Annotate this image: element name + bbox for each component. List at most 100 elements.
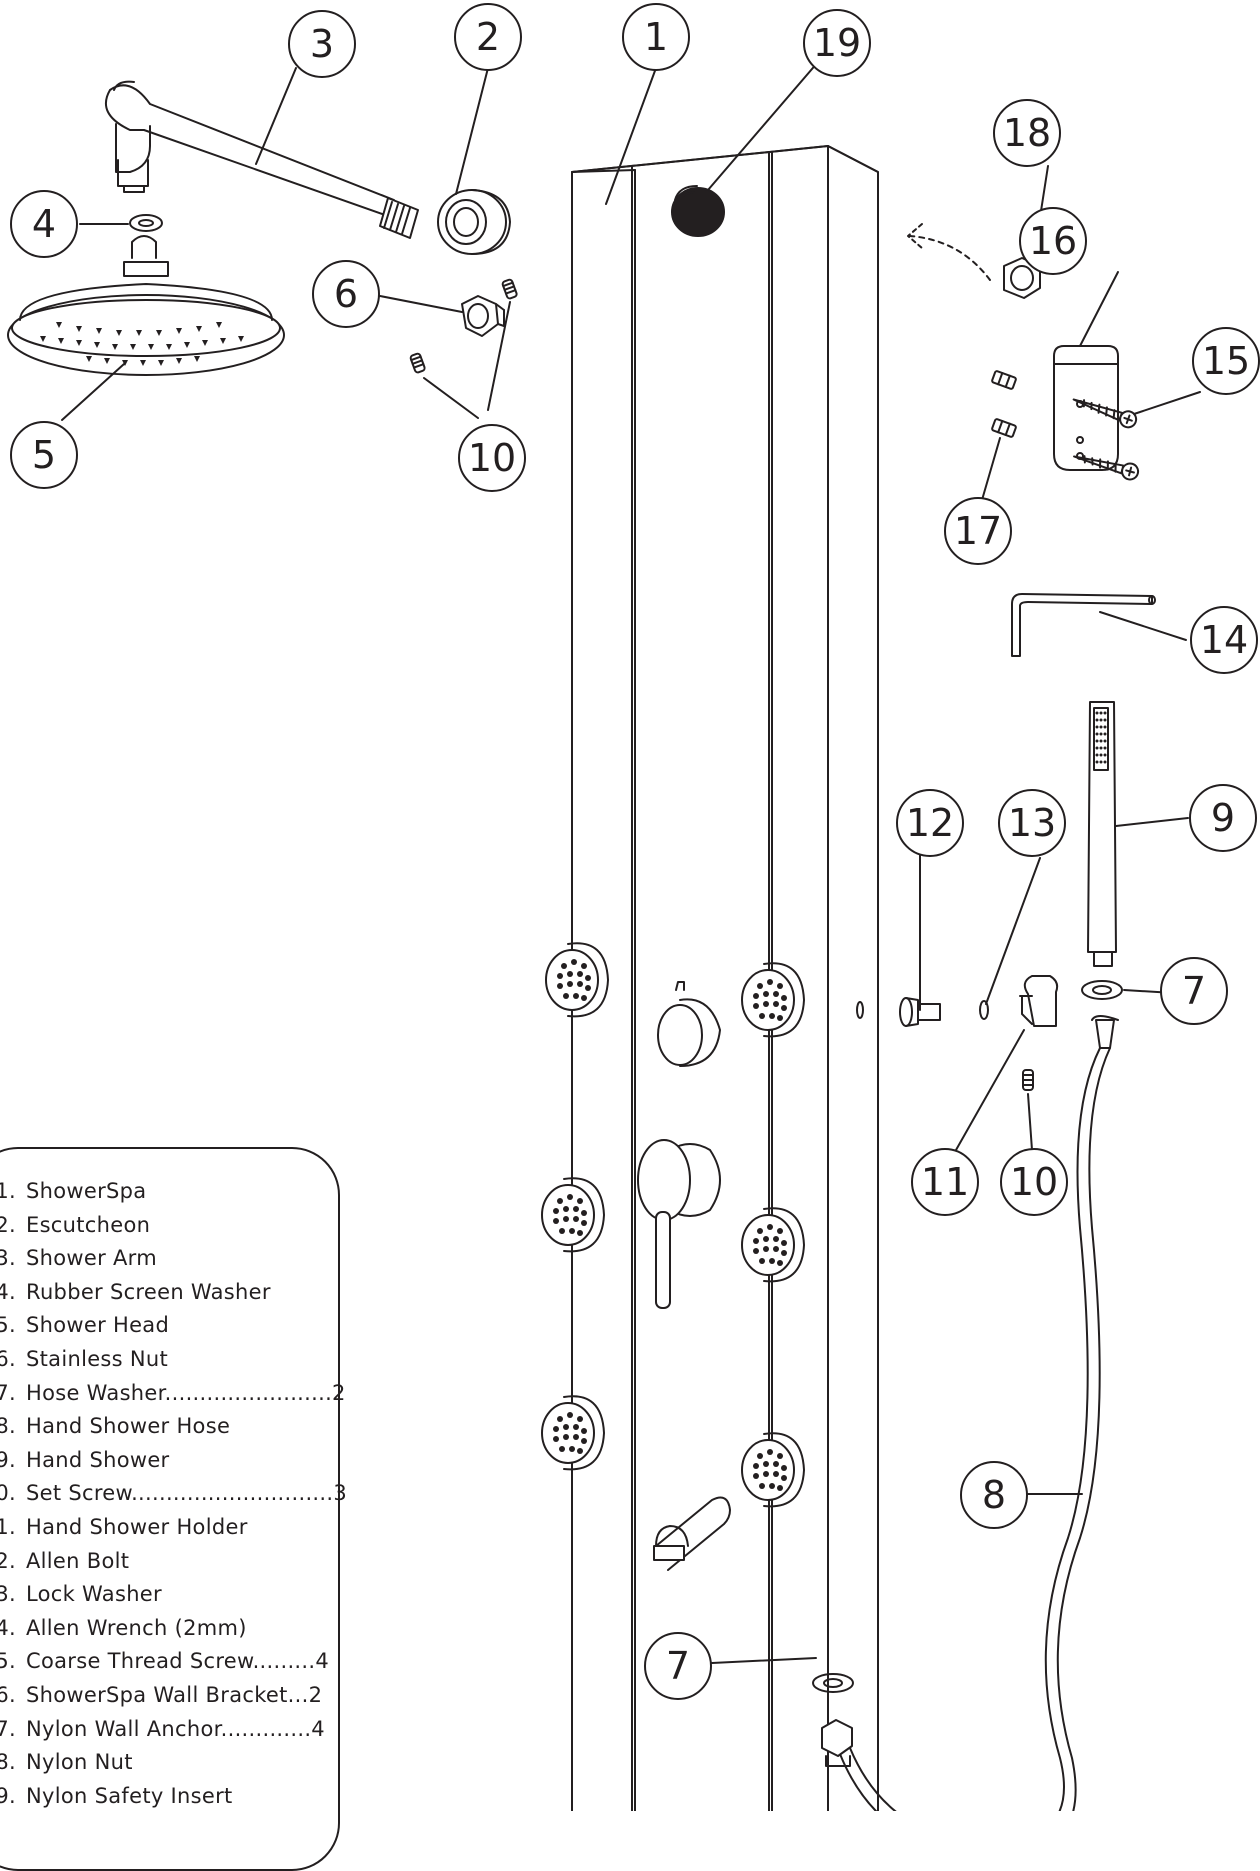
callout-number: 2 bbox=[476, 15, 500, 59]
callout-6: 6 bbox=[312, 260, 380, 328]
legend-item-number: 17. bbox=[0, 1716, 16, 1741]
legend-item-label: Hand Shower Hose bbox=[26, 1414, 231, 1439]
callout-number: 19 bbox=[813, 21, 861, 65]
wall-anchors bbox=[991, 370, 1017, 438]
callout-circle bbox=[458, 424, 526, 492]
nylon-nut bbox=[907, 223, 1041, 299]
legend-item: 4.Rubber Screen Washer bbox=[0, 1279, 271, 1305]
legend-item-label: Rubber Screen Washer bbox=[26, 1279, 271, 1304]
legend-item-number: 7. bbox=[0, 1380, 16, 1405]
legend-item-number: 16. bbox=[0, 1683, 16, 1707]
legend-item-label: Shower Arm bbox=[26, 1246, 157, 1271]
callout-number: 3 bbox=[310, 22, 334, 66]
callout-11: 11 bbox=[911, 1148, 979, 1216]
allen-wrench bbox=[1011, 593, 1156, 657]
legend-item: 5.Shower Head bbox=[0, 1312, 169, 1338]
wall-bracket bbox=[1053, 345, 1119, 471]
callout-5: 5 bbox=[10, 421, 78, 489]
legend-item-label: ShowerSpa bbox=[26, 1179, 147, 1203]
legend-item: 16. ShowerSpa Wall Bracket...2 bbox=[0, 1682, 322, 1708]
callout-number: 15 bbox=[1202, 339, 1250, 383]
hand-shower-holder bbox=[1019, 975, 1059, 1027]
allen-bolt bbox=[899, 997, 941, 1027]
callout-number: 7 bbox=[1182, 969, 1206, 1013]
callout-circle bbox=[896, 789, 964, 857]
callout-circle bbox=[1000, 1148, 1068, 1216]
callout-number: 12 bbox=[906, 801, 954, 845]
callout-circle bbox=[993, 99, 1061, 167]
legend-item: 18.Nylon Nut bbox=[0, 1749, 133, 1775]
legend-item-label: ShowerSpa Wall Bracket...2 bbox=[26, 1683, 323, 1707]
legend-item-label: Hand Shower Holder bbox=[26, 1515, 248, 1539]
legend-item: 12.Allen Bolt bbox=[0, 1548, 129, 1574]
callout-10: 10 bbox=[1000, 1148, 1068, 1216]
callout-7: 7 bbox=[1160, 957, 1228, 1025]
legend-item-number: 19. bbox=[0, 1783, 16, 1808]
body-jets bbox=[541, 942, 805, 1508]
stainless-nut bbox=[461, 295, 505, 337]
legend-item-label: Hand Shower bbox=[26, 1447, 170, 1472]
legend-item-number: 2. bbox=[0, 1212, 16, 1237]
callout-number: 9 bbox=[1211, 796, 1235, 840]
legend-item: 17.Nylon Wall Anchor.............4 bbox=[0, 1716, 325, 1742]
callout-8: 8 bbox=[960, 1461, 1028, 1529]
legend-item: 11. Hand Shower Holder bbox=[0, 1514, 248, 1540]
callout-circle bbox=[10, 421, 78, 489]
callout-circle bbox=[10, 190, 78, 258]
callout-number: 10 bbox=[468, 436, 516, 480]
callout-3: 3 bbox=[288, 10, 356, 78]
nylon-safety-insert bbox=[671, 185, 725, 237]
callout-15: 15 bbox=[1192, 327, 1260, 395]
callout-number: 1 bbox=[644, 15, 668, 59]
legend-item-number: 8. bbox=[0, 1414, 16, 1439]
legend-item: 14.Allen Wrench (2mm) bbox=[0, 1615, 247, 1641]
callout-circle bbox=[1189, 784, 1257, 852]
legend-item-number: 13. bbox=[0, 1582, 16, 1607]
legend-item-number: 11. bbox=[0, 1515, 16, 1539]
callout-17: 17 bbox=[944, 497, 1012, 565]
legend-item-label: Escutcheon bbox=[26, 1212, 151, 1237]
callout-number: 13 bbox=[1008, 801, 1056, 845]
callout-circle bbox=[1192, 327, 1260, 395]
hand-shower bbox=[1087, 701, 1117, 967]
hose-washer-bottom bbox=[812, 1673, 854, 1693]
legend-item-label: Lock Washer bbox=[26, 1582, 162, 1607]
mixer-lever bbox=[637, 1139, 721, 1309]
shower-arm bbox=[105, 80, 419, 239]
legend-item-number: 10. bbox=[0, 1481, 16, 1506]
legend-item-label: Allen Bolt bbox=[26, 1548, 130, 1573]
callout-10: 10 bbox=[458, 424, 526, 492]
legend-item-number: 9. bbox=[0, 1447, 16, 1472]
escutcheon bbox=[437, 189, 511, 255]
callout-number: 14 bbox=[1200, 618, 1248, 662]
legend-item-number: 1. bbox=[0, 1179, 16, 1203]
legend-item: 15.Coarse Thread Screw.........4 bbox=[0, 1648, 329, 1674]
callout-circle bbox=[1160, 957, 1228, 1025]
callout-1: 1 bbox=[622, 3, 690, 71]
legend-item-label: Nylon Nut bbox=[26, 1750, 133, 1775]
callout-leaders bbox=[61, 61, 1201, 1664]
callout-16: 16 bbox=[1019, 207, 1087, 275]
callout-circle bbox=[944, 497, 1012, 565]
set-screws bbox=[409, 278, 1034, 1091]
legend-item: 7.Hose Washer........................2 bbox=[0, 1380, 346, 1406]
legend-item: 2. Escutcheon bbox=[0, 1212, 150, 1238]
callout-circle bbox=[998, 789, 1066, 857]
callout-2: 2 bbox=[454, 3, 522, 71]
callout-number: 5 bbox=[32, 433, 56, 477]
legend-item-label: Allen Wrench (2mm) bbox=[26, 1615, 247, 1640]
callout-number: 6 bbox=[334, 272, 358, 316]
callout-number: 16 bbox=[1029, 219, 1077, 263]
callout-12: 12 bbox=[896, 789, 964, 857]
callout-circle bbox=[288, 10, 356, 78]
legend-item: 19.Nylon Safety Insert bbox=[0, 1783, 233, 1809]
callout-circle bbox=[911, 1148, 979, 1216]
legend-item-number: 5. bbox=[0, 1313, 16, 1338]
legend-item: 13. Lock Washer bbox=[0, 1581, 162, 1607]
legend-item: 6.Stainless Nut bbox=[0, 1346, 168, 1372]
coarse-thread-screws bbox=[1072, 398, 1140, 481]
hand-shower-hose bbox=[821, 1015, 1119, 1811]
